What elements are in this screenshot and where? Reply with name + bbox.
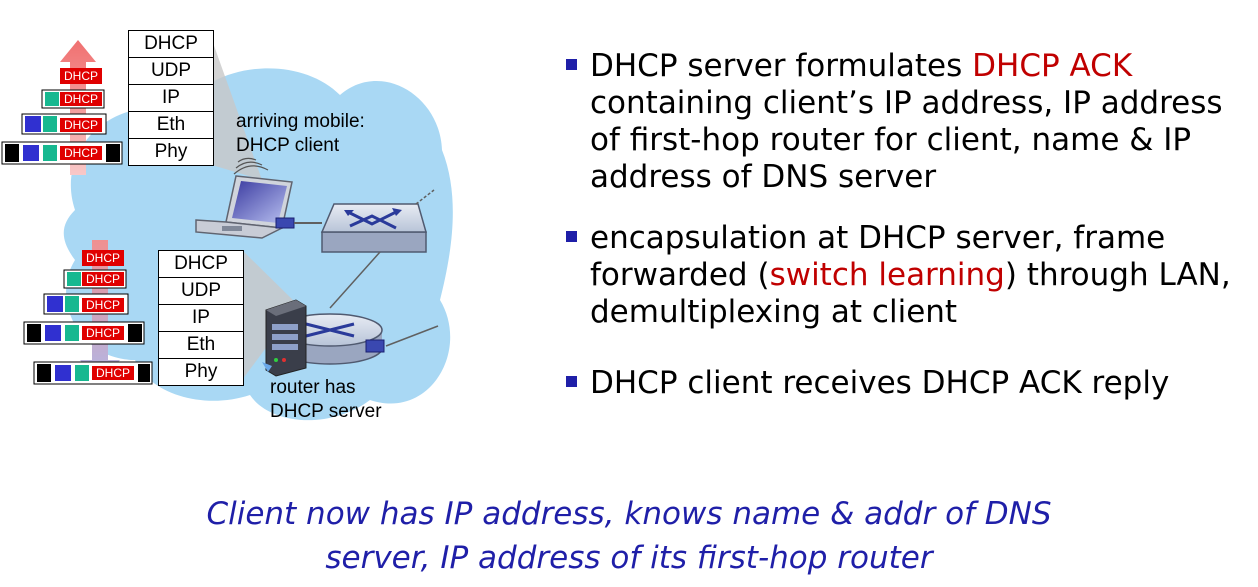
network-diagram: DHCP DHCP DHCP DHCP DHCP DHCP DHCP DHCP … <box>0 0 460 440</box>
stack-layer: DHCP <box>159 251 243 278</box>
switch-icon <box>320 189 435 253</box>
server-protocol-stack: DHCP UDP IP Eth Phy <box>158 250 244 386</box>
bullet-square-icon <box>566 231 577 242</box>
stack-layer: UDP <box>159 278 243 305</box>
stack-layer: Eth <box>159 332 243 359</box>
server-packet-label-5: DHCP <box>95 366 130 380</box>
server-packet-label-3: DHCP <box>85 298 120 312</box>
stack-layer: Phy <box>154 141 188 162</box>
server-packet-label-4: DHCP <box>85 326 120 340</box>
router-label-line1: router has <box>270 377 356 398</box>
client-label-line2: DHCP client <box>236 135 340 156</box>
wireless-icon <box>233 157 269 175</box>
bullet-square-icon <box>566 59 577 70</box>
laptop-icon <box>195 175 322 239</box>
client-protocol-stack: DHCP UDP IP Eth Phy <box>128 30 214 166</box>
stack-layer: IP <box>159 305 243 332</box>
stack-layer: DHCP <box>129 31 213 58</box>
conclusion-text: Client now has IP address, knows name & … <box>0 492 1258 580</box>
stack-layer: IP <box>129 85 213 112</box>
bullet-3: DHCP client receives DHCP ACK reply <box>566 365 1256 402</box>
client-label-line1: arriving mobile: <box>236 111 365 132</box>
server-icon <box>262 299 307 377</box>
server-packet-label-2: DHCP <box>85 272 120 286</box>
server-packets <box>23 250 153 385</box>
bullet-list: DHCP server formulates DHCP ACK containi… <box>566 48 1256 402</box>
stack-layer: UDP <box>129 58 213 85</box>
client-callout <box>212 40 262 180</box>
server-packet-label-1: DHCP <box>85 251 120 265</box>
conclusion-line1: Client now has IP address, knows name & … <box>206 496 1052 532</box>
router-uplink <box>385 325 439 347</box>
bullet-2: encapsulation at DHCP server, frame forw… <box>566 220 1256 331</box>
bullet-square-icon <box>566 376 577 387</box>
client-packet-label-1: DHCP <box>63 69 98 83</box>
router-label-line2: DHCP server <box>270 401 382 422</box>
stack-layer: Eth <box>129 112 213 139</box>
client-packet-label-4: DHCP <box>63 146 98 160</box>
bullet-1: DHCP server formulates DHCP ACK containi… <box>566 48 1256 196</box>
client-packets <box>1 68 123 165</box>
switch-router-link <box>329 251 381 309</box>
client-packet-label-2: DHCP <box>63 92 98 106</box>
stack-layer: Phy <box>184 361 218 382</box>
conclusion-line2: server, IP address of its first-hop rout… <box>325 540 933 576</box>
client-packet-label-3: DHCP <box>63 118 98 132</box>
